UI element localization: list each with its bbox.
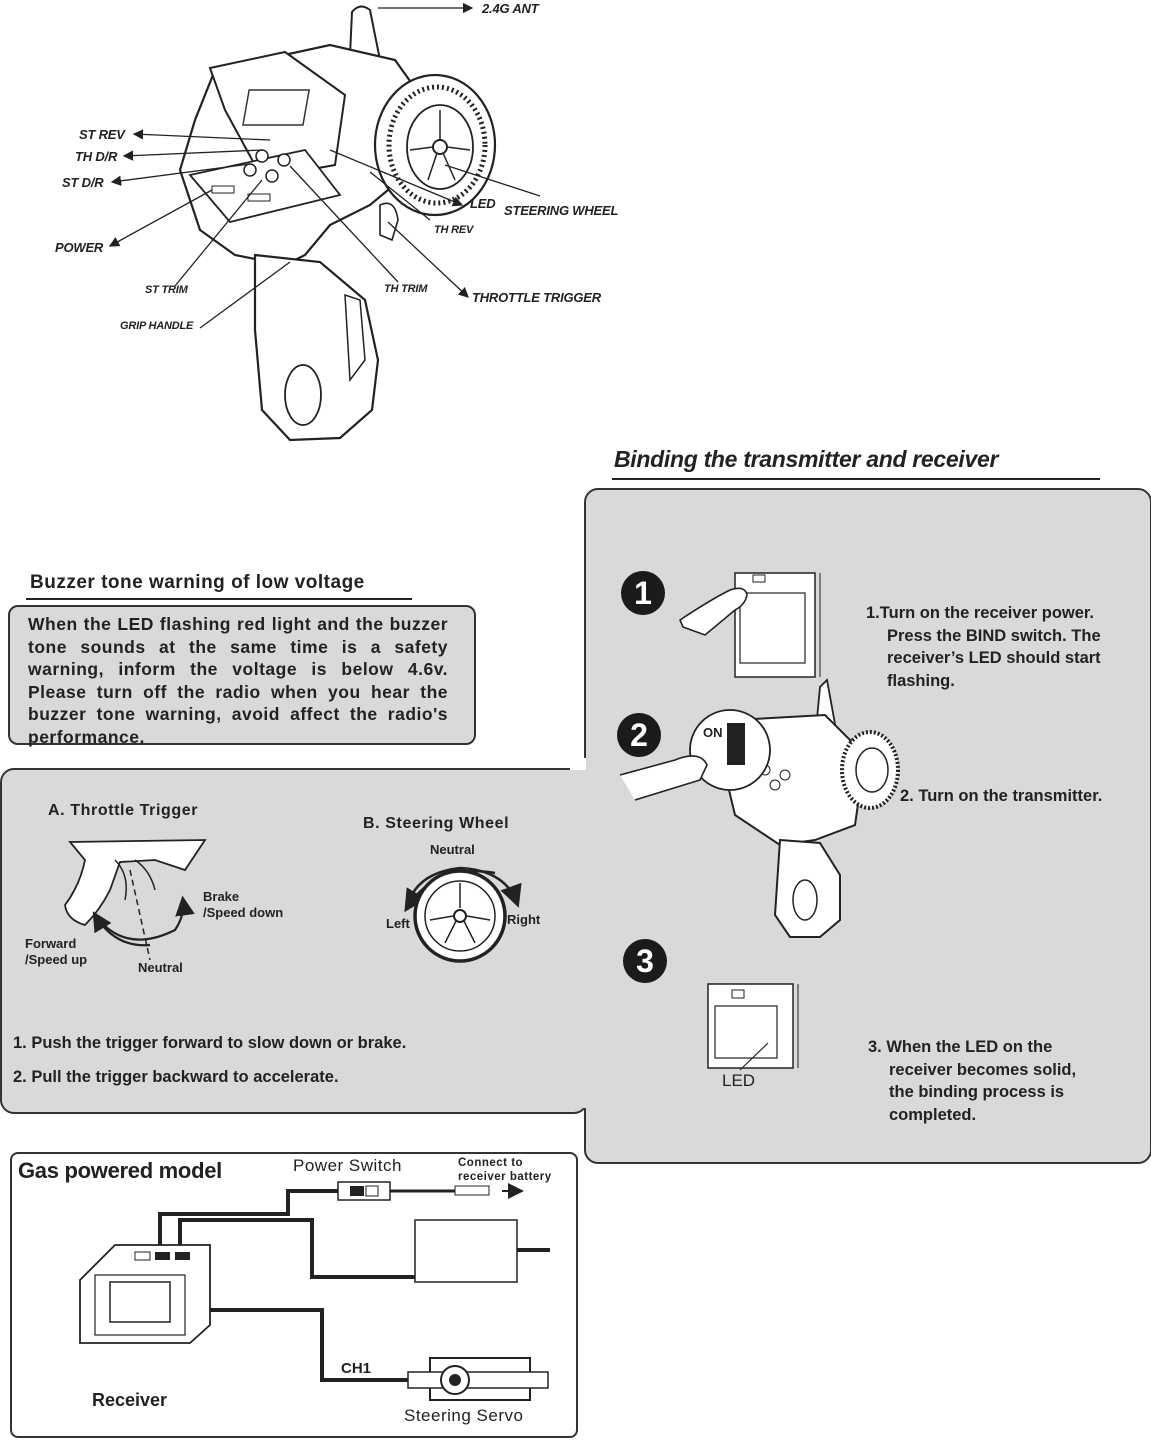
binding-title: Binding the transmitter and receiver bbox=[614, 446, 999, 472]
throttle-trigger-illustration bbox=[64, 839, 207, 960]
steering-wheel-illustration bbox=[404, 866, 522, 963]
label-th-trim: TH TRIM bbox=[384, 283, 428, 295]
label-grip-handle: GRIP HANDLE bbox=[120, 320, 194, 332]
label-led: LED bbox=[470, 196, 496, 211]
throttle-neutral-label: Neutral bbox=[138, 960, 183, 975]
step-1-number: 1 bbox=[621, 571, 665, 615]
throttle-trigger-title: A. Throttle Trigger bbox=[48, 802, 199, 819]
transmitter-power-on-illustration bbox=[619, 678, 900, 938]
buzzer-warning-box: When the LED flashing red light and the … bbox=[8, 605, 476, 747]
steering-neutral-label: Neutral bbox=[430, 842, 475, 857]
steering-wheel-title: B. Steering Wheel bbox=[363, 815, 510, 832]
label-steering-wheel: STEERING WHEEL bbox=[504, 203, 619, 218]
transmitter-diagram bbox=[108, 2, 541, 442]
step-2-number: 2 bbox=[617, 713, 661, 757]
instruction-1: 1. Push the trigger forward to slow down… bbox=[13, 1034, 407, 1052]
forward-label: Forward/Speed up bbox=[25, 936, 88, 967]
on-switch-label: ON bbox=[703, 725, 723, 740]
label-antenna: 2.4G ANT bbox=[482, 1, 539, 16]
label-power: POWER bbox=[55, 240, 104, 255]
label-th-dr: TH D/R bbox=[75, 149, 118, 164]
instruction-2: 2. Pull the trigger backward to accelera… bbox=[13, 1068, 339, 1086]
ch1-label: CH1 bbox=[341, 1360, 372, 1377]
step-2-text: 2. Turn on the transmitter. bbox=[900, 787, 1103, 805]
steering-servo-label: Steering Servo bbox=[404, 1406, 524, 1425]
led-label: LED bbox=[722, 1071, 756, 1090]
panel-join bbox=[570, 770, 600, 1108]
label-st-rev: ST REV bbox=[79, 127, 125, 142]
step-3-text: 3. When the LED on the receiver becomes … bbox=[868, 1038, 1077, 1124]
gas-model-box bbox=[10, 1152, 578, 1438]
steering-right-label: Right bbox=[507, 912, 541, 927]
step-3-number: 3 bbox=[623, 939, 667, 983]
gas-model-title: Gas powered model bbox=[18, 1158, 222, 1183]
buzzer-title: Buzzer tone warning of low voltage bbox=[30, 572, 365, 593]
label-th-rev: TH REV bbox=[434, 224, 474, 236]
binding-title-underline bbox=[612, 478, 1100, 480]
step-1-text: 1.Turn on the receiver power. Press the … bbox=[866, 604, 1101, 690]
buzzer-warning-text: When the LED flashing red light and the … bbox=[28, 614, 448, 747]
label-st-trim: ST TRIM bbox=[145, 284, 188, 296]
steering-left-label: Left bbox=[386, 916, 410, 931]
receiver-press-bind-illustration bbox=[679, 572, 821, 678]
label-st-dr: ST D/R bbox=[62, 175, 104, 190]
receiver-label: Receiver bbox=[92, 1390, 168, 1410]
label-throttle-trigger: THROTTLE TRIGGER bbox=[472, 290, 601, 305]
brake-label: Brake/Speed down bbox=[203, 889, 284, 920]
power-switch-label: Power Switch bbox=[293, 1156, 402, 1175]
receiver-led-illustration bbox=[707, 983, 799, 1071]
gas-model-wiring-diagram bbox=[79, 1181, 550, 1401]
